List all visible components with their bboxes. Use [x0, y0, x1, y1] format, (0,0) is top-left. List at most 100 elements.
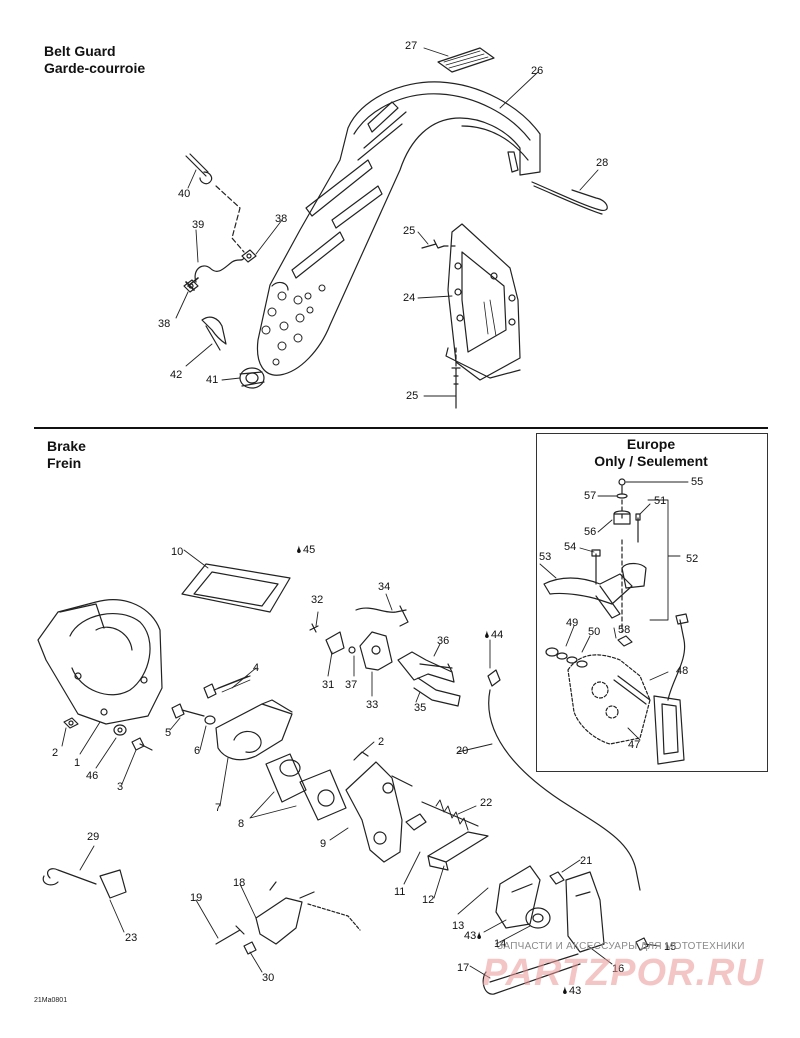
drop-icon: 🌢	[562, 986, 568, 997]
belt-guard-title-fr: Garde-courroie	[44, 60, 146, 76]
callout-5: 5	[165, 727, 172, 739]
callout-35: 35	[414, 702, 427, 714]
drop-icon: 🌢	[476, 931, 483, 942]
callout-54: 54	[564, 541, 577, 553]
part-13-housing	[495, 865, 541, 929]
europe-only-box	[536, 433, 768, 772]
part-1-caliper-housing	[37, 599, 163, 725]
part-30-nut	[243, 941, 257, 955]
callout-10: 10	[171, 546, 184, 558]
callout-38a: 38	[275, 213, 288, 225]
callout-42: 42	[170, 369, 183, 381]
callout-56: 56	[584, 526, 597, 538]
part-42-clip	[201, 316, 227, 351]
leader-25	[443, 245, 457, 371]
bolt-4-thread	[217, 675, 251, 693]
part-2-nut	[63, 717, 79, 729]
callout-11: 11	[394, 886, 406, 898]
section-divider	[34, 427, 768, 429]
callout-34: 34	[378, 581, 391, 593]
part-3-bolt	[131, 737, 153, 751]
callout-24: 24	[403, 292, 416, 304]
callout-3: 3	[117, 781, 124, 793]
callout-50: 50	[588, 626, 601, 638]
part-10-brake-pad	[181, 563, 291, 613]
part-24-support-plate	[445, 223, 521, 381]
part-19-screw	[215, 925, 245, 945]
callout-14: 14	[494, 938, 507, 950]
callout-29: 29	[87, 831, 100, 843]
part-47-caliper	[567, 654, 685, 765]
diagram-code: 21Ma0801	[34, 997, 68, 1004]
guard-holes	[261, 284, 326, 366]
part-36-pin	[419, 663, 453, 673]
part-35-brake-lever	[397, 651, 461, 707]
callout-7: 7	[215, 802, 222, 814]
part-32-screw	[309, 623, 319, 633]
part-8-piston	[265, 753, 347, 821]
part-16-bracket	[565, 871, 605, 953]
callout-46: 46	[86, 770, 99, 782]
callout-17: 17	[457, 962, 470, 974]
callout-22: 22	[480, 797, 493, 809]
part-18-bracket	[255, 881, 361, 945]
callout-30: 30	[262, 972, 275, 984]
callout-45-num: 45	[303, 544, 316, 556]
part-49-50-washers	[545, 647, 588, 668]
callout-45: 🌢45	[296, 544, 315, 557]
callout-32: 32	[311, 594, 324, 606]
leader-40	[215, 185, 245, 253]
callout-6: 6	[194, 745, 201, 757]
part-54-bolt	[591, 549, 601, 585]
part-6-washer	[204, 715, 216, 725]
callout-28: 28	[596, 157, 609, 169]
callout-1: 1	[74, 757, 81, 769]
callout-15: 15	[664, 941, 677, 953]
callout-36: 36	[437, 635, 450, 647]
callout-2a: 2	[52, 747, 59, 759]
callout-9: 9	[320, 838, 327, 850]
callout-40: 40	[178, 188, 191, 200]
callout-41: 41	[206, 374, 219, 386]
part-53-lever	[543, 562, 647, 619]
callout-26: 26	[531, 65, 544, 77]
part-21-nut	[549, 871, 565, 885]
callout-8: 8	[238, 818, 245, 830]
belt-guard-title: Belt Guard Garde-courroie	[44, 43, 145, 77]
callout-57: 57	[584, 490, 597, 502]
part-41-grommet	[239, 367, 265, 389]
callout-2b: 2	[378, 736, 385, 748]
callout-38b: 38	[158, 318, 171, 330]
callout-47: 47	[628, 739, 641, 751]
callout-33: 33	[366, 699, 379, 711]
part-26-belt-guard	[256, 81, 541, 376]
part-29-tie	[42, 868, 97, 886]
part-55-screw	[618, 478, 626, 495]
callout-20: 20	[456, 745, 469, 757]
drop-icon: 🌢	[296, 545, 302, 556]
callout-25a: 25	[403, 225, 416, 237]
part-31-switch	[325, 631, 345, 655]
cable-end-44	[487, 669, 501, 687]
part-25-screw	[421, 239, 461, 409]
europe-box-title: Europe Only / Seulement	[546, 436, 756, 470]
callout-19: 19	[190, 892, 203, 904]
part-14-adjuster	[525, 907, 551, 929]
callout-53: 53	[539, 551, 552, 563]
callout-12: 12	[422, 894, 435, 906]
part-27-label-plate	[437, 47, 495, 73]
part-9-lever-plate	[345, 751, 413, 863]
watermark-text: ЗАПЧАСТИ И АКСЕССУАРЫ ДЛЯ МОТОТЕХНИКИ	[497, 941, 745, 952]
part-46-washer	[113, 724, 127, 736]
part-51-pin	[635, 513, 641, 543]
part-48-cable	[613, 613, 689, 705]
watermark-logo: PARTZPOR.RU	[482, 952, 764, 994]
callout-21: 21	[580, 855, 593, 867]
callout-4: 4	[253, 662, 260, 674]
brake-title-en: Brake	[47, 438, 86, 454]
callout-52: 52	[686, 553, 699, 565]
callout-43a: 43🌢	[464, 930, 483, 943]
part-38-nut	[183, 249, 257, 293]
part-37-washer	[348, 646, 356, 654]
callout-55: 55	[691, 476, 704, 488]
